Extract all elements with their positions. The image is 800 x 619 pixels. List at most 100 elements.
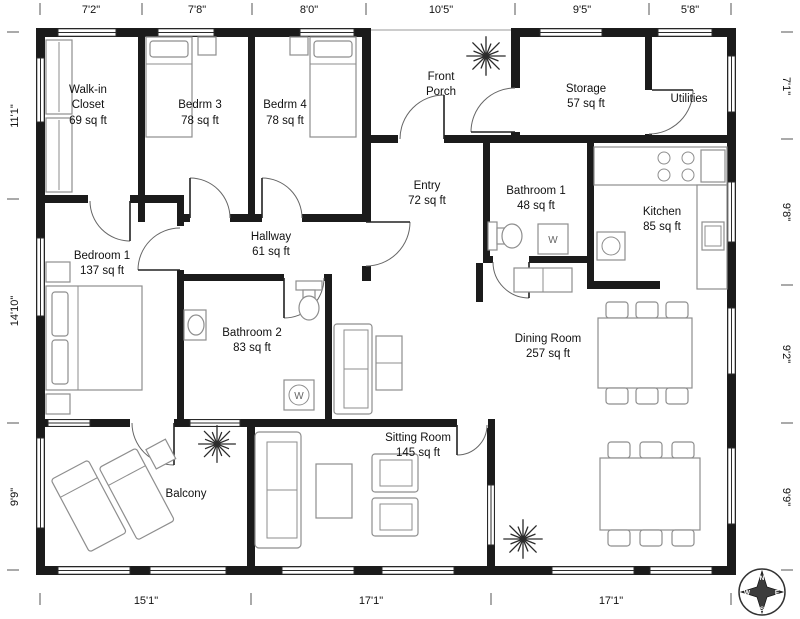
plant-icon (197, 424, 237, 464)
dimension-label: 15'1" (134, 595, 158, 607)
washing-machine: W (537, 223, 569, 255)
room-label-utilities: Utilities (670, 93, 707, 105)
wall (248, 28, 255, 222)
dimension-label: 7'2" (82, 4, 100, 16)
door-swing-arc (365, 221, 411, 267)
room-area: 72 sq ft (408, 195, 447, 207)
room-area: 83 sq ft (233, 342, 272, 354)
chair (635, 301, 659, 319)
chair (639, 441, 663, 459)
window (727, 181, 736, 243)
compass-north-label: N (760, 575, 765, 582)
compass-east-label: E (775, 590, 780, 597)
door-swing-arc (137, 227, 181, 271)
room-name: Front (428, 71, 456, 83)
room-label-front-porch: Front Porch (426, 71, 456, 98)
armchair (371, 497, 419, 537)
dimension-label: 17'1" (599, 595, 623, 607)
room-area: 137 sq ft (80, 265, 125, 277)
room-label-dining-room: Dining Room 257 sq ft (515, 333, 581, 360)
door-sitting-room (456, 418, 488, 456)
dimension-label: 7'8" (188, 4, 206, 16)
chair (671, 529, 695, 547)
window (381, 566, 455, 575)
dining-table (597, 317, 693, 389)
window (539, 28, 603, 37)
wall (36, 419, 457, 427)
chair (605, 387, 629, 405)
room-name: Storage (566, 83, 606, 95)
bed-double (45, 285, 143, 391)
room-name: Kitchen (643, 206, 681, 218)
chair (671, 441, 695, 459)
wall (325, 274, 332, 427)
window (551, 566, 635, 575)
room-label-kitchen: Kitchen 85 sq ft (643, 206, 682, 233)
wall (483, 143, 490, 263)
nightstand (289, 36, 309, 56)
room-area: 69 sq ft (69, 115, 108, 127)
nightstand (45, 261, 71, 283)
room-area: 145 sq ft (396, 447, 441, 459)
room-name: Walk-in (69, 84, 107, 96)
washer-label: W (548, 235, 558, 246)
window (57, 28, 117, 37)
door-swing-arc (89, 200, 131, 242)
door-bedroom-3 (189, 177, 231, 223)
room-name: Bedrm 3 (178, 99, 221, 111)
chair (635, 387, 659, 405)
dimension-label: 9'9" (780, 488, 792, 506)
wall (587, 143, 594, 289)
room-label-hallway: Hallway 61 sq ft (251, 231, 292, 258)
lounge-set (51, 438, 177, 552)
door-swing-arc (470, 87, 516, 133)
room-name: Entry (414, 180, 441, 192)
window (57, 566, 131, 575)
room-area: 85 sq ft (643, 221, 682, 233)
room-label-bedroom-4: Bedrm 4 78 sq ft (263, 99, 307, 127)
dimension-label: 9'5" (573, 4, 591, 16)
armchair (371, 453, 419, 493)
window (487, 484, 495, 546)
dimension-label: 14'10" (9, 296, 21, 327)
windows (36, 28, 736, 575)
door-bedroom-1 (137, 226, 185, 271)
room-name: Closet (72, 99, 105, 111)
door-swing-arc (399, 94, 445, 140)
window (157, 28, 215, 37)
door-hallway-entry (361, 221, 411, 267)
window (649, 566, 713, 575)
chair (665, 387, 689, 405)
window (36, 57, 45, 123)
kitchen-sink (701, 221, 725, 251)
door-swing-arc (189, 177, 231, 219)
window (299, 28, 355, 37)
door-swing-arc (648, 89, 694, 135)
room-labels: Walk-in Closet 69 sq ft Bedrm 3 78 sq ft… (69, 71, 708, 500)
room-name: Utilities (670, 93, 707, 105)
dimension-label: 9'8" (780, 203, 792, 221)
compass-rose: N E S W (738, 568, 786, 616)
bed-single (145, 36, 193, 138)
door-utilities (644, 89, 694, 135)
room-area: 78 sq ft (266, 115, 305, 127)
window (189, 419, 241, 427)
wall (727, 28, 736, 575)
toilet (487, 221, 523, 251)
sofa (333, 323, 373, 415)
wall (511, 37, 520, 88)
dimension-label: 7'1" (780, 77, 792, 95)
wall (362, 28, 371, 218)
nightstand (45, 393, 71, 415)
room-name: Bathroom 2 (222, 327, 281, 339)
toilet (295, 280, 323, 321)
dining-table (599, 457, 701, 531)
coffee-table (315, 463, 353, 519)
dimensions-bottom: 15'1" 17'1" 17'1" (39, 593, 732, 607)
plant-icon (466, 36, 506, 76)
room-label-balcony: Balcony (166, 488, 207, 500)
window (47, 419, 91, 427)
furniture: W W (45, 36, 728, 552)
room-label-entry: Entry 72 sq ft (408, 180, 447, 207)
